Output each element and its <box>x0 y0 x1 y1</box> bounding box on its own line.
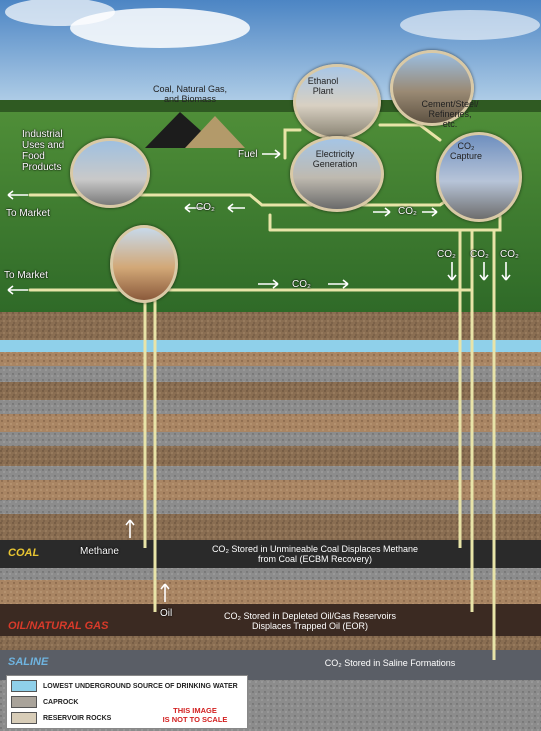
coal-band <box>0 540 541 568</box>
label-fuel: Fuel <box>238 149 258 160</box>
arrow-to-market-lower <box>7 285 28 295</box>
label-co2-down-1: CO₂ <box>437 249 456 260</box>
arrow-co2-lower-a <box>258 279 279 289</box>
label-oil: Oil <box>160 608 173 619</box>
storage-saline-label: CO₂ Stored in Saline Formations <box>324 658 456 668</box>
cloud <box>400 10 540 40</box>
arrow-co2-left-1 <box>184 203 205 213</box>
wells <box>143 230 496 660</box>
legend-item-aquifer: LOWEST UNDERGROUND SOURCE OF DRINKING WA… <box>11 680 238 692</box>
stratum <box>0 636 541 650</box>
stratum <box>0 382 541 400</box>
stratum <box>0 366 541 382</box>
arrow-down-1 <box>447 262 457 281</box>
storage-oil-gas-label: CO₂ Stored in Depleted Oil/Gas Reservoir… <box>223 611 397 631</box>
label-co2-down-2: CO₂ <box>470 249 489 260</box>
legend-label-aquifer: LOWEST UNDERGROUND SOURCE OF DRINKING WA… <box>43 682 238 690</box>
pipe-ethanol-link <box>378 123 442 142</box>
stratum <box>0 466 541 480</box>
arrow-co2-right-a <box>373 207 391 217</box>
arrow-methane-up <box>125 519 135 538</box>
biomass-pile <box>185 116 245 148</box>
label-to-market-lower: To Market <box>4 270 48 281</box>
capture-bubble <box>436 132 522 222</box>
label-co2-capture: CO₂ Capture <box>449 141 483 161</box>
stratum <box>0 568 541 580</box>
stratum <box>0 500 541 514</box>
cloud <box>70 8 250 48</box>
arrow-down-3 <box>501 262 511 281</box>
ethanol-bubble <box>293 64 381 140</box>
arrow-oil-up <box>160 583 170 602</box>
stratum <box>0 414 541 432</box>
legend-swatch-aquifer <box>11 680 37 692</box>
legend-swatch-reservoir <box>11 712 37 724</box>
arrow-co2-left-2 <box>227 203 245 213</box>
arrow-fuel <box>262 149 281 159</box>
electricity-bubble <box>290 136 384 212</box>
label-co2-flow-right: CO₂ <box>398 206 417 217</box>
layer-saline-label: SALINE <box>8 656 49 668</box>
legend-item-caprock: CAPROCK <box>11 696 78 708</box>
arrow-down-2 <box>479 262 489 281</box>
label-co2-flow-lower: CO₂ <box>292 279 311 290</box>
legend-label-reservoir: RESERVOIR ROCKS <box>43 714 112 722</box>
label-cement: Cement/Steel/ Refineries, etc. <box>421 99 479 129</box>
legend-swatch-caprock <box>11 696 37 708</box>
industrial-bubble <box>70 138 150 208</box>
label-co2-down-3: CO₂ <box>500 249 519 260</box>
label-industrial: Industrial Uses and Food Products <box>22 129 65 173</box>
label-coal-gas-biomass: Coal, Natural Gas, and Biomass <box>152 84 228 104</box>
arrow-to-market-upper <box>7 190 28 200</box>
arrows <box>7 149 511 602</box>
wellhead-bubble <box>110 225 178 303</box>
stratum <box>0 432 541 446</box>
stratum <box>0 312 541 342</box>
scale-note: THIS IMAGE IS NOT TO SCALE <box>162 706 228 724</box>
layer-coal-label: COAL <box>8 547 40 559</box>
stratum <box>0 514 541 540</box>
stratum <box>0 446 541 466</box>
stratum <box>0 400 541 414</box>
cement-bubble <box>390 50 474 126</box>
cloud <box>5 0 115 26</box>
storage-coal-label: CO₂ Stored in Unmineable Coal Displaces … <box>211 544 419 564</box>
layer-oil-gas-label: OIL/NATURAL GAS <box>8 620 109 632</box>
label-ethanol-plant: Ethanol Plant <box>307 76 339 96</box>
arrow-co2-right-b <box>422 207 438 217</box>
arrow-co2-lower-b <box>328 279 349 289</box>
legend-item-reservoir: RESERVOIR ROCKS <box>11 712 111 724</box>
oil-gas-band <box>0 604 541 636</box>
legend: LOWEST UNDERGROUND SOURCE OF DRINKING WA… <box>6 675 248 729</box>
label-electricity: Electricity Generation <box>312 149 358 169</box>
pipe-fuel <box>283 128 302 160</box>
aquifer-layer <box>0 340 541 352</box>
stratum <box>0 480 541 500</box>
stratum <box>0 352 541 366</box>
label-to-market-upper: To Market <box>6 208 50 219</box>
label-methane: Methane <box>80 546 119 557</box>
label-co2-flow-upper: CO₂ <box>196 202 215 213</box>
legend-label-caprock: CAPROCK <box>43 698 79 706</box>
stratum <box>0 580 541 604</box>
